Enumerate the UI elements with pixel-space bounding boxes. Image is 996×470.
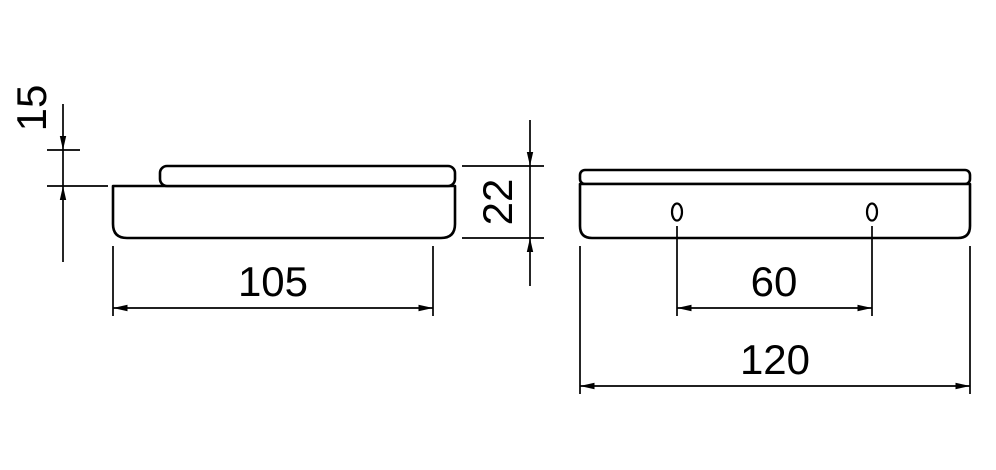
arrowhead	[59, 136, 67, 150]
dimension-label-15: 15	[8, 85, 55, 132]
arrowhead	[526, 238, 534, 252]
arrowhead	[59, 186, 67, 200]
dimension-label-60: 60	[751, 258, 798, 305]
dimension-15: 15	[8, 85, 108, 262]
side-view-body-outline	[111, 184, 457, 240]
side-view-shelf-plate	[158, 164, 457, 188]
mounting-slot-left	[670, 202, 684, 222]
front-view-shelf-edge	[578, 168, 972, 186]
dimension-label-22: 22	[474, 179, 521, 226]
front-view-body-outline	[578, 182, 972, 240]
dimension-label-120: 120	[740, 336, 810, 383]
mounting-slot-right	[865, 202, 879, 222]
dimension-22: 22	[462, 120, 544, 286]
side-view	[111, 164, 457, 240]
dimension-105: 105	[112, 246, 434, 316]
dimension-120: 120	[579, 246, 971, 394]
arrowhead	[526, 152, 534, 166]
dimension-60: 60	[676, 226, 873, 316]
dimension-label-105: 105	[238, 258, 308, 305]
front-view	[578, 168, 972, 240]
